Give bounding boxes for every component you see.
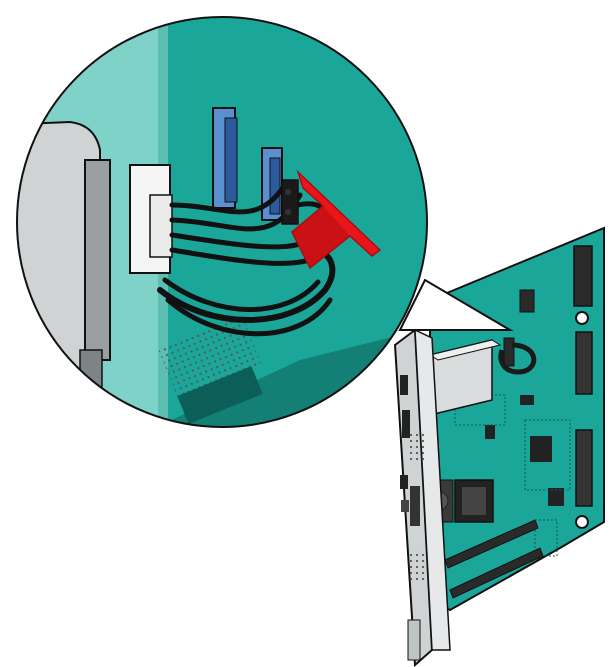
chip-small-a bbox=[548, 488, 564, 506]
port-4 bbox=[401, 500, 409, 512]
port-1 bbox=[400, 375, 408, 395]
vent-block-1 bbox=[408, 430, 424, 460]
bracket-side bbox=[414, 328, 451, 651]
board-dots bbox=[158, 315, 263, 400]
port-5 bbox=[410, 486, 420, 526]
chip-mid bbox=[530, 436, 552, 462]
insert-arrow-shade bbox=[292, 206, 350, 268]
cable-plug-hole bbox=[285, 189, 291, 195]
silver-module-top bbox=[428, 339, 502, 361]
board-dark-block bbox=[177, 366, 263, 424]
white-plug-body bbox=[149, 194, 173, 258]
small-header bbox=[519, 289, 535, 313]
board-cable-loop bbox=[498, 342, 537, 375]
blue-connector-target-side bbox=[269, 157, 281, 215]
memory-slot-a bbox=[444, 519, 539, 569]
housing-rib bbox=[84, 159, 111, 361]
mount-hole-bottom bbox=[575, 515, 589, 529]
blue-connector-tall-side bbox=[224, 117, 238, 203]
chip-large-inner bbox=[462, 487, 486, 515]
dashed-area-b bbox=[524, 419, 571, 491]
edge-connector-low bbox=[575, 429, 593, 507]
chip-small-b bbox=[485, 425, 495, 439]
memory-slot-b bbox=[449, 547, 544, 599]
cable-plug-hole-2 bbox=[285, 209, 291, 215]
cable-plug-end bbox=[281, 179, 299, 225]
zoom-callout bbox=[16, 16, 428, 428]
edge-connector-mid bbox=[575, 331, 593, 395]
port-3 bbox=[400, 475, 408, 489]
chip-small-c bbox=[520, 395, 534, 405]
port-2 bbox=[402, 410, 410, 438]
zoom-callout-wedge bbox=[398, 278, 514, 331]
zoom-circle-outline bbox=[16, 16, 428, 428]
edge-connector-top bbox=[573, 245, 593, 307]
bracket-tab bbox=[407, 619, 421, 661]
mount-hole-top bbox=[575, 311, 589, 325]
board-connector-small bbox=[503, 337, 515, 367]
metal-bracket bbox=[393, 328, 451, 667]
vent-block-2 bbox=[410, 550, 426, 584]
controller-board bbox=[424, 226, 605, 612]
dashed-area-c bbox=[534, 519, 558, 557]
